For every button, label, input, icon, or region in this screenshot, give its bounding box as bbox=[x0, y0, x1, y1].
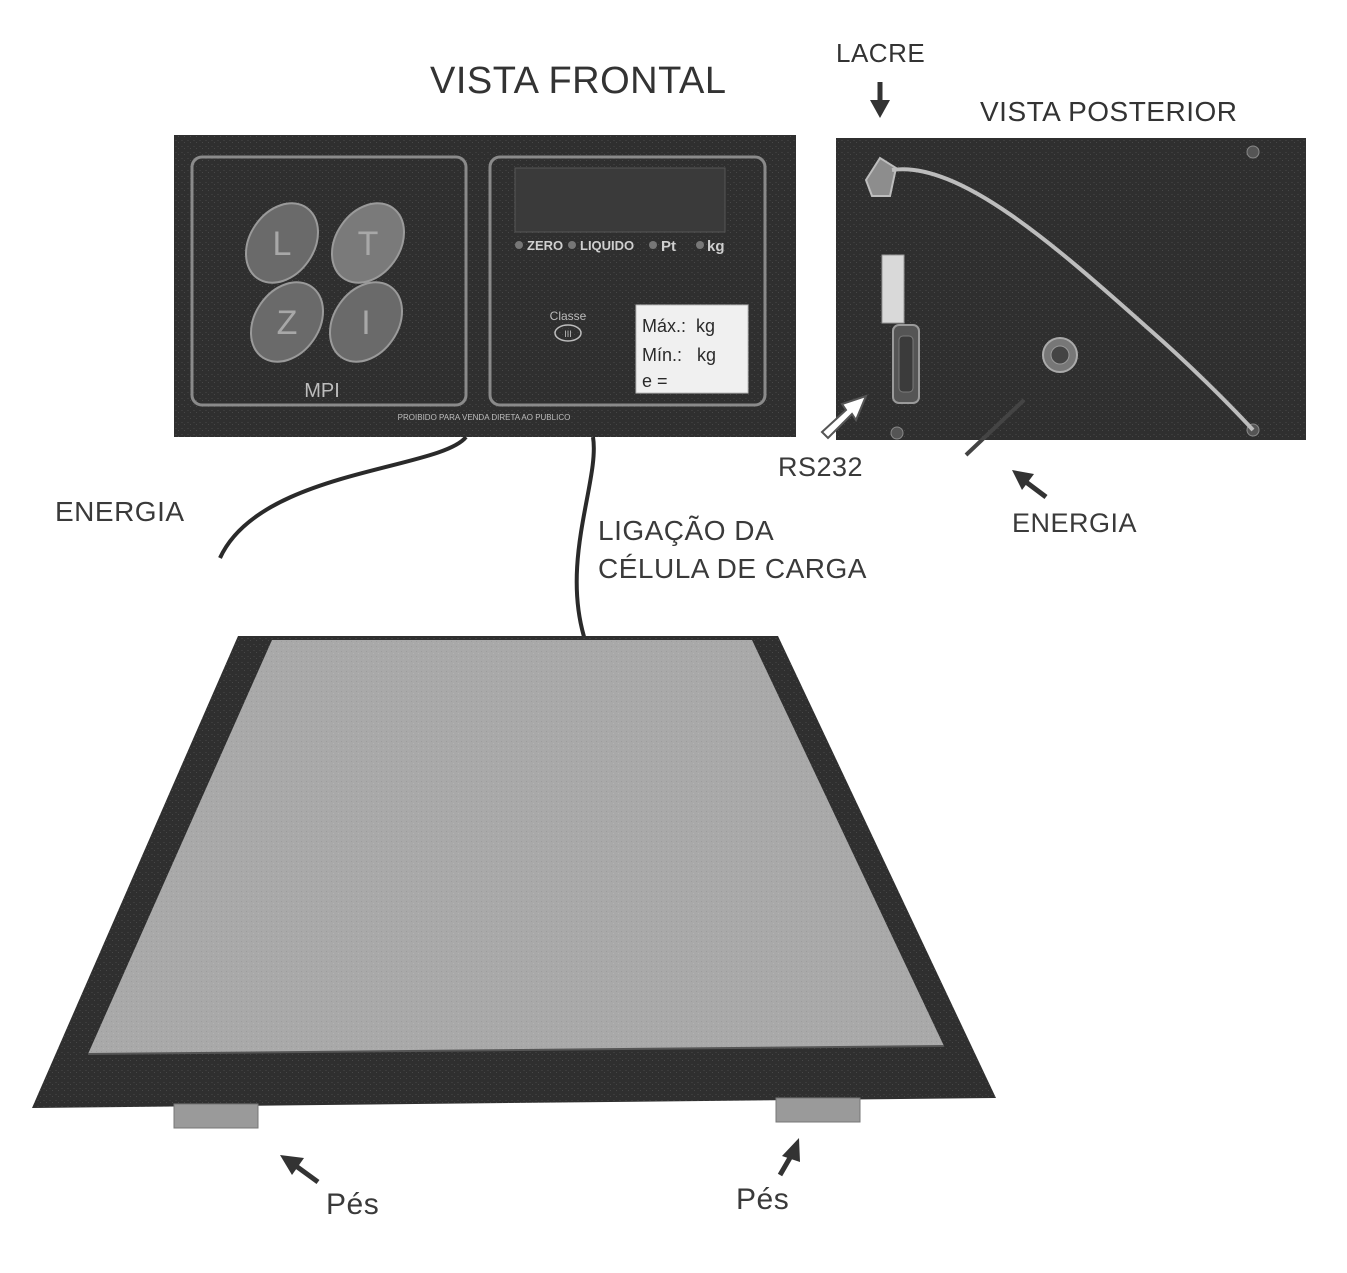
seal-wire bbox=[891, 167, 1255, 432]
load-cell-cable bbox=[574, 436, 596, 641]
power-label-right: ENERGIA bbox=[1012, 508, 1138, 538]
front-view-title: VISTA FRONTAL bbox=[430, 60, 727, 102]
arrow-down-icon bbox=[870, 82, 890, 118]
power-label-left: ENERGIA bbox=[55, 496, 185, 527]
indicator-liquido: LIQUIDO bbox=[580, 238, 634, 253]
indicator-zero: ZERO bbox=[527, 238, 563, 253]
plate-max: Máx.: kg bbox=[642, 316, 715, 336]
class-mark-icon bbox=[554, 324, 582, 342]
key-i[interactable]: I bbox=[315, 268, 417, 375]
key-z[interactable]: Z bbox=[236, 268, 338, 375]
panel-footer-text: PROIBIDO PARA VENDA DIRETA AO PUBLICO bbox=[398, 413, 571, 422]
class-label: Classe bbox=[550, 309, 587, 323]
rear-view-title: VISTA POSTERIOR bbox=[980, 96, 1238, 127]
arrow-up-left-icon bbox=[1012, 470, 1048, 499]
key-i-label: I bbox=[361, 304, 370, 342]
plate-min: Mín.: kg bbox=[642, 345, 716, 365]
label-strip bbox=[881, 254, 905, 324]
scale-platform bbox=[32, 636, 996, 1129]
arrow-up-left-icon bbox=[280, 1155, 320, 1185]
seal-icon bbox=[864, 156, 898, 197]
load-cell-label-line2: CÉLULA DE CARGA bbox=[598, 553, 867, 584]
indicator-pt: Pt bbox=[661, 238, 676, 255]
feet-label-right: Pés bbox=[736, 1183, 790, 1216]
key-l[interactable]: L bbox=[231, 189, 333, 296]
brand-label: MPI bbox=[304, 380, 340, 402]
foot-right bbox=[775, 1097, 861, 1123]
front-panel: L T Z I MPI ZERO LIQUIDO bbox=[174, 135, 796, 437]
power-cable-rear bbox=[964, 398, 1026, 457]
feet-label-left: Pés bbox=[326, 1188, 380, 1221]
screw-icon bbox=[1246, 145, 1260, 159]
display-frame bbox=[488, 155, 767, 407]
key-l-label: L bbox=[273, 225, 292, 263]
arrow-up-right-icon bbox=[820, 394, 868, 440]
power-cable-front bbox=[218, 435, 468, 559]
key-t[interactable]: T bbox=[317, 189, 419, 296]
display-window bbox=[514, 167, 726, 233]
foot-left bbox=[173, 1103, 259, 1129]
power-connector[interactable] bbox=[1042, 337, 1078, 373]
rs232-label: RS232 bbox=[778, 452, 864, 482]
load-cell-label: LIGAÇÃO DA CÉLULA DE CARGA bbox=[598, 512, 867, 588]
seal-label: LACRE bbox=[836, 38, 926, 68]
load-cell-label-line1: LIGAÇÃO DA bbox=[598, 515, 775, 546]
indicator-kg: kg bbox=[707, 238, 725, 255]
capacity-plate bbox=[635, 304, 749, 394]
key-z-label: Z bbox=[277, 304, 298, 342]
platform-top bbox=[88, 640, 944, 1054]
rear-panel bbox=[836, 138, 1306, 440]
indicator-row: ZERO LIQUIDO Pt kg bbox=[515, 238, 725, 255]
screw-icon bbox=[890, 426, 904, 440]
plate-e: e = bbox=[642, 371, 668, 391]
arrow-up-icon bbox=[777, 1138, 800, 1177]
keypad-frame bbox=[190, 155, 468, 407]
class-mark: III bbox=[564, 329, 572, 339]
key-t-label: T bbox=[358, 225, 379, 263]
rs232-connector[interactable] bbox=[892, 324, 920, 404]
